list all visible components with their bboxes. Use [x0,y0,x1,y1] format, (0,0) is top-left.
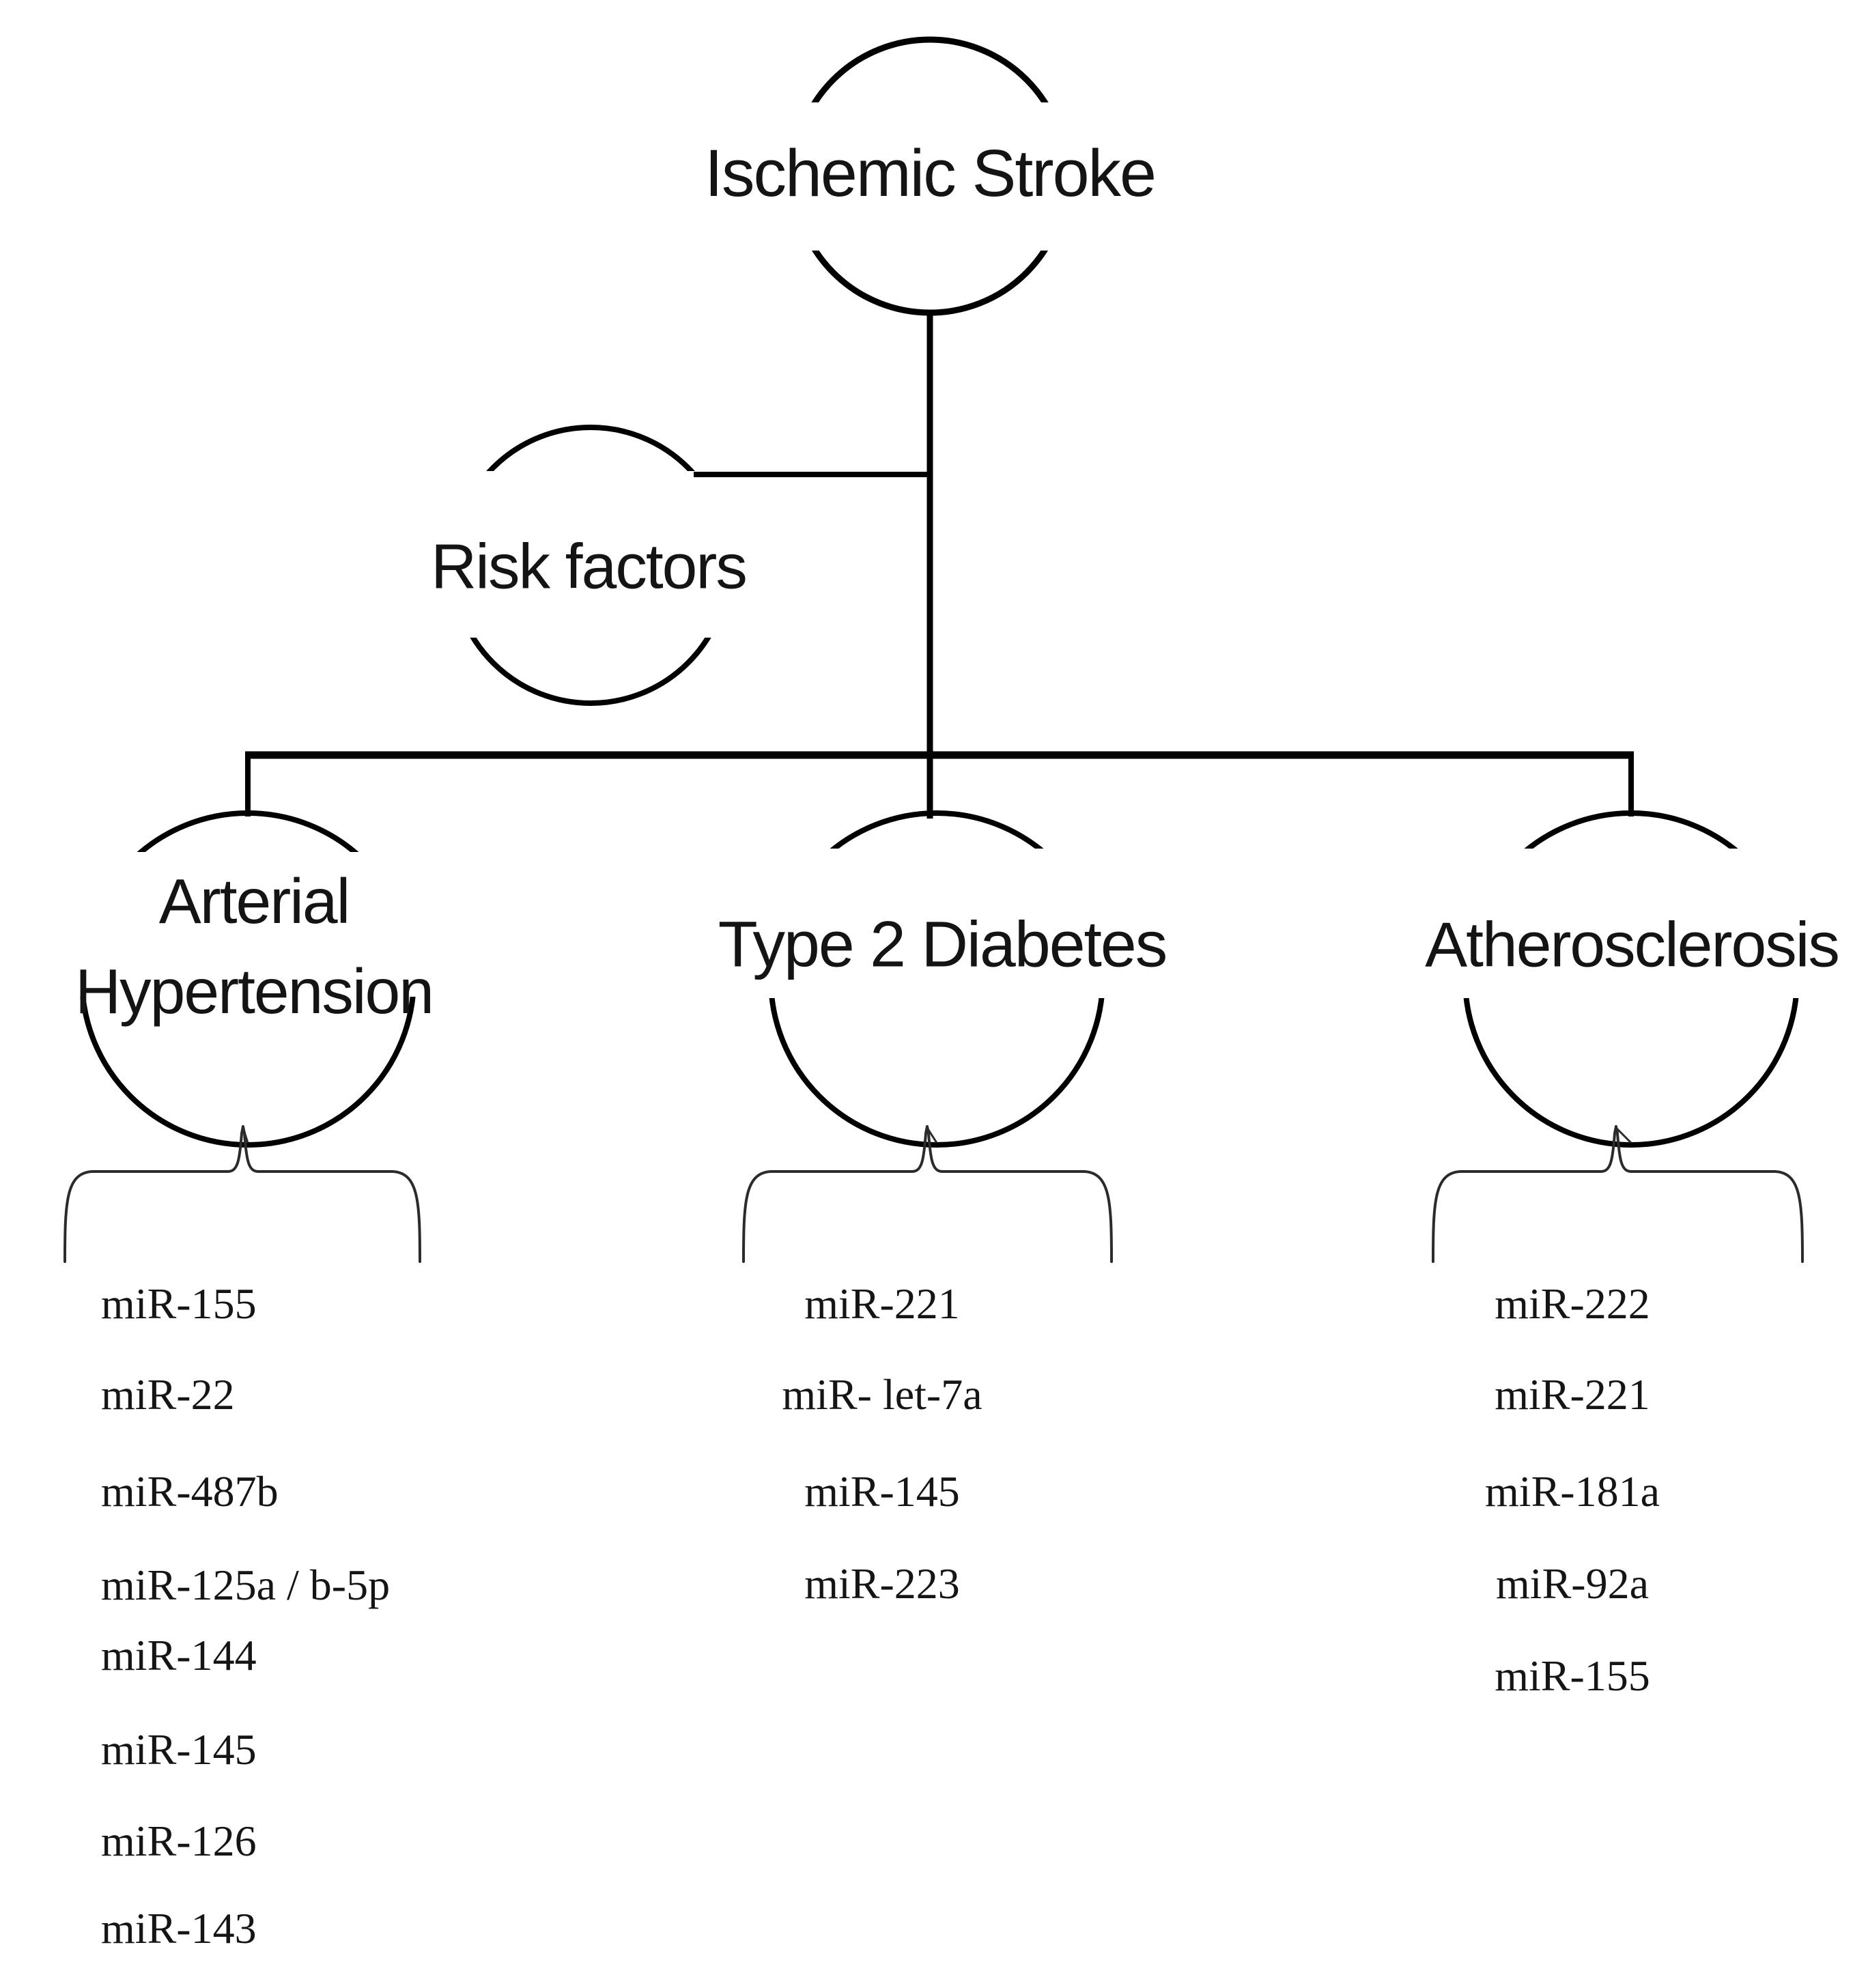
type-2-diabetes-label: Type 2 Diabetes [718,908,1168,981]
right-brace [1432,1125,1804,1263]
label-mask-type2 [666,849,1212,998]
label-mask-ischemic [638,102,1222,251]
right-brace-connector [1615,1126,1632,1144]
label-mask-arterial [20,852,478,997]
label-mask-athero [1362,849,1868,998]
left-brace [63,1125,421,1263]
label-mask-risk [379,471,802,638]
atherosclerosis-label: Atherosclerosis [1425,909,1840,980]
risk-factors-label: Risk factors [431,530,748,602]
ischemic-stroke-label: Ischemic Stroke [705,136,1157,210]
arterial-hypertension-label: Arterial Hypertension [75,856,434,1036]
arterial-hypertension-label-line1: Arterial [158,866,351,937]
arterial-hypertension-label-line2: Hypertension [75,956,434,1027]
middle-brace [742,1125,1113,1263]
